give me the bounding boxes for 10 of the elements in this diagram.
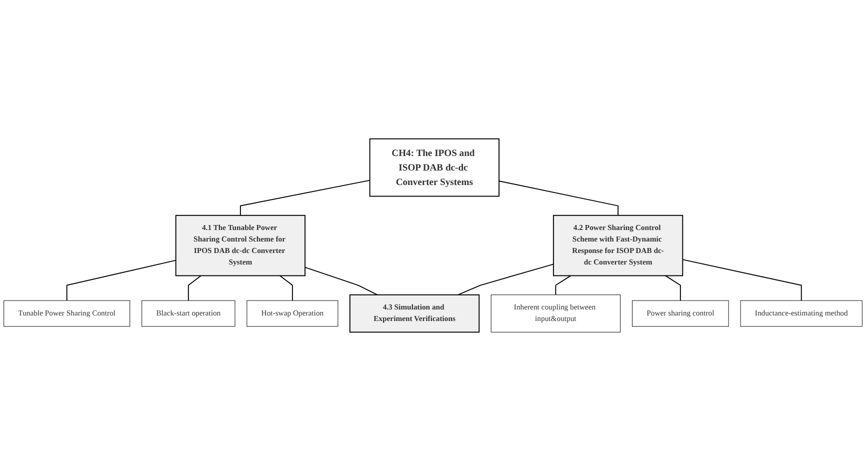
connector xyxy=(304,266,378,296)
connector xyxy=(279,275,293,302)
node-box: CH4: The IPOS and ISOP DAB dc-dc Converter Systems xyxy=(369,138,500,197)
connector xyxy=(188,275,202,302)
connector xyxy=(240,180,370,216)
connector xyxy=(458,264,554,296)
connector xyxy=(66,260,176,302)
connector xyxy=(555,275,572,296)
connector xyxy=(682,259,802,302)
connector xyxy=(498,180,619,216)
